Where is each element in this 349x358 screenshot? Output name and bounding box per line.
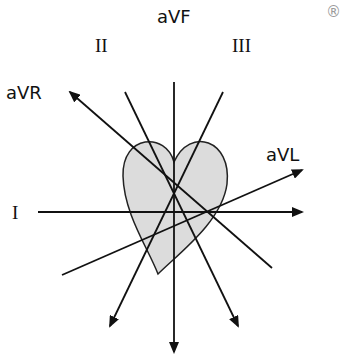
lead-label: aVR <box>6 84 42 102</box>
lead-label: I <box>12 203 18 222</box>
lead-label: III <box>232 36 251 55</box>
lead-label: II <box>95 36 108 55</box>
lead-avr-axis <box>70 92 272 268</box>
lead-label: aVL <box>266 146 299 164</box>
registered-mark: ® <box>326 5 341 20</box>
lead-iii-axis <box>110 92 223 326</box>
lead-i-axis <box>38 211 302 213</box>
lead-avl-axis <box>62 170 302 275</box>
heart-outline <box>123 142 227 274</box>
lead-label: aVF <box>157 8 191 26</box>
lead-ii-axis <box>125 92 238 326</box>
lead-avf-axis <box>173 82 175 352</box>
